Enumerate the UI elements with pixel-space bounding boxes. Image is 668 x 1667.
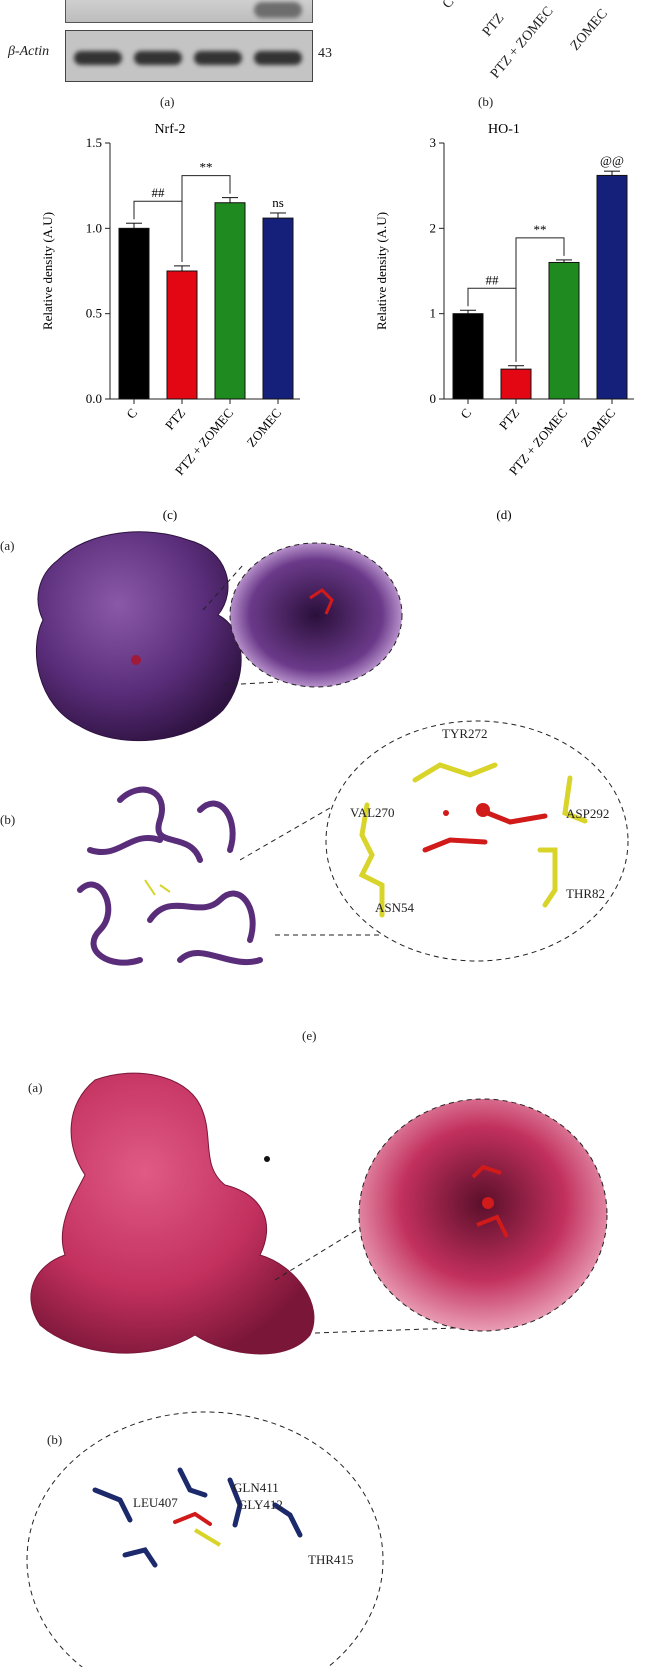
bar-2: [548, 261, 580, 400]
bar-0: [118, 227, 150, 400]
x-tick-label: ZOMEC: [578, 405, 619, 449]
y-tick-label: 1.5: [86, 135, 102, 150]
y-axis-label: Relative density (A.U): [40, 212, 55, 330]
bar-0: [452, 313, 484, 400]
blot-strip: [65, 0, 313, 82]
panel-label-f-b: (b): [47, 1432, 63, 1447]
y-tick-label: 1.0: [86, 220, 102, 235]
panel-label-e: (e): [302, 1028, 317, 1043]
protein-ribbon-purple: [77, 786, 263, 966]
sig-ptz-vs-ptzzomec: **: [534, 222, 547, 237]
sig-c-vs-ptz: ##: [486, 272, 500, 287]
bar-1: [166, 270, 198, 400]
sig-zomec: @@: [600, 153, 624, 168]
y-tick-label: 0.5: [86, 306, 102, 321]
residue-leu407: LEU407: [133, 1495, 178, 1510]
protein-surface-purple: [36, 531, 403, 742]
beta-actin-band: [65, 30, 313, 82]
x-tick-label: PTZ: [162, 405, 188, 432]
top-tick-zomec: ZOMEC: [568, 6, 611, 54]
x-tick-label: ZOMEC: [244, 405, 285, 449]
bar-3: [596, 174, 628, 400]
y-tick-label: 0: [430, 391, 437, 406]
bar-1: [500, 368, 532, 400]
chart-title: HO-1: [488, 122, 520, 137]
top-tick-ptz: PTZ: [480, 10, 508, 40]
bar-2: [214, 202, 246, 400]
residue-val270: VAL270: [350, 805, 395, 820]
y-tick-label: 0.0: [86, 391, 102, 406]
chart-title: Nrf-2: [154, 122, 185, 137]
panel-label-a-top: (a): [160, 94, 175, 109]
sig-ptz-vs-ptzzomec-bracket: [515, 237, 565, 362]
beta-actin-kda: 43: [318, 46, 332, 61]
panel-label-e-a: (a): [0, 538, 15, 553]
binding-site-zoom-e: [240, 720, 629, 962]
y-tick-label: 3: [430, 135, 437, 150]
panel-label-f-a: (a): [28, 1080, 43, 1095]
residue-thr415: THR415: [308, 1552, 354, 1567]
x-tick-label: C: [123, 405, 140, 421]
residue-thr82: THR82: [566, 886, 605, 901]
panel-label-b-top: (b): [478, 94, 494, 109]
sig-ptz-vs-ptzzomec-bracket: [181, 175, 231, 262]
y-axis-label: Relative density (A.U): [374, 212, 389, 330]
residue-gln411: GLN411: [233, 1480, 279, 1495]
blot-band-upper: [65, 0, 313, 23]
panel-label: (c): [163, 507, 177, 522]
protein-surface-magenta: [30, 1072, 608, 1355]
beta-actin-label: β-Actin: [8, 44, 50, 59]
residue-asn54: ASN54: [375, 900, 415, 915]
residue-tyr272: TYR272: [442, 726, 488, 741]
sig-ptz-vs-ptzzomec: **: [200, 160, 213, 175]
y-tick-label: 1: [430, 306, 437, 321]
residue-gly412: GLY412: [238, 1497, 283, 1512]
x-tick-label: PTZ: [496, 405, 522, 432]
sig-c-vs-ptz: ##: [152, 185, 166, 200]
y-tick-label: 2: [430, 220, 437, 235]
bar-3: [262, 217, 294, 400]
sig-zomec: ns: [272, 195, 284, 210]
binding-site-zoom-f: [26, 1411, 384, 1667]
x-tick-label: C: [457, 405, 474, 421]
panel-label: (d): [496, 507, 511, 522]
top-tick-c: C: [440, 0, 458, 12]
residue-asp292: ASP292: [566, 806, 610, 821]
panel-label-e-b: (b): [0, 812, 16, 827]
